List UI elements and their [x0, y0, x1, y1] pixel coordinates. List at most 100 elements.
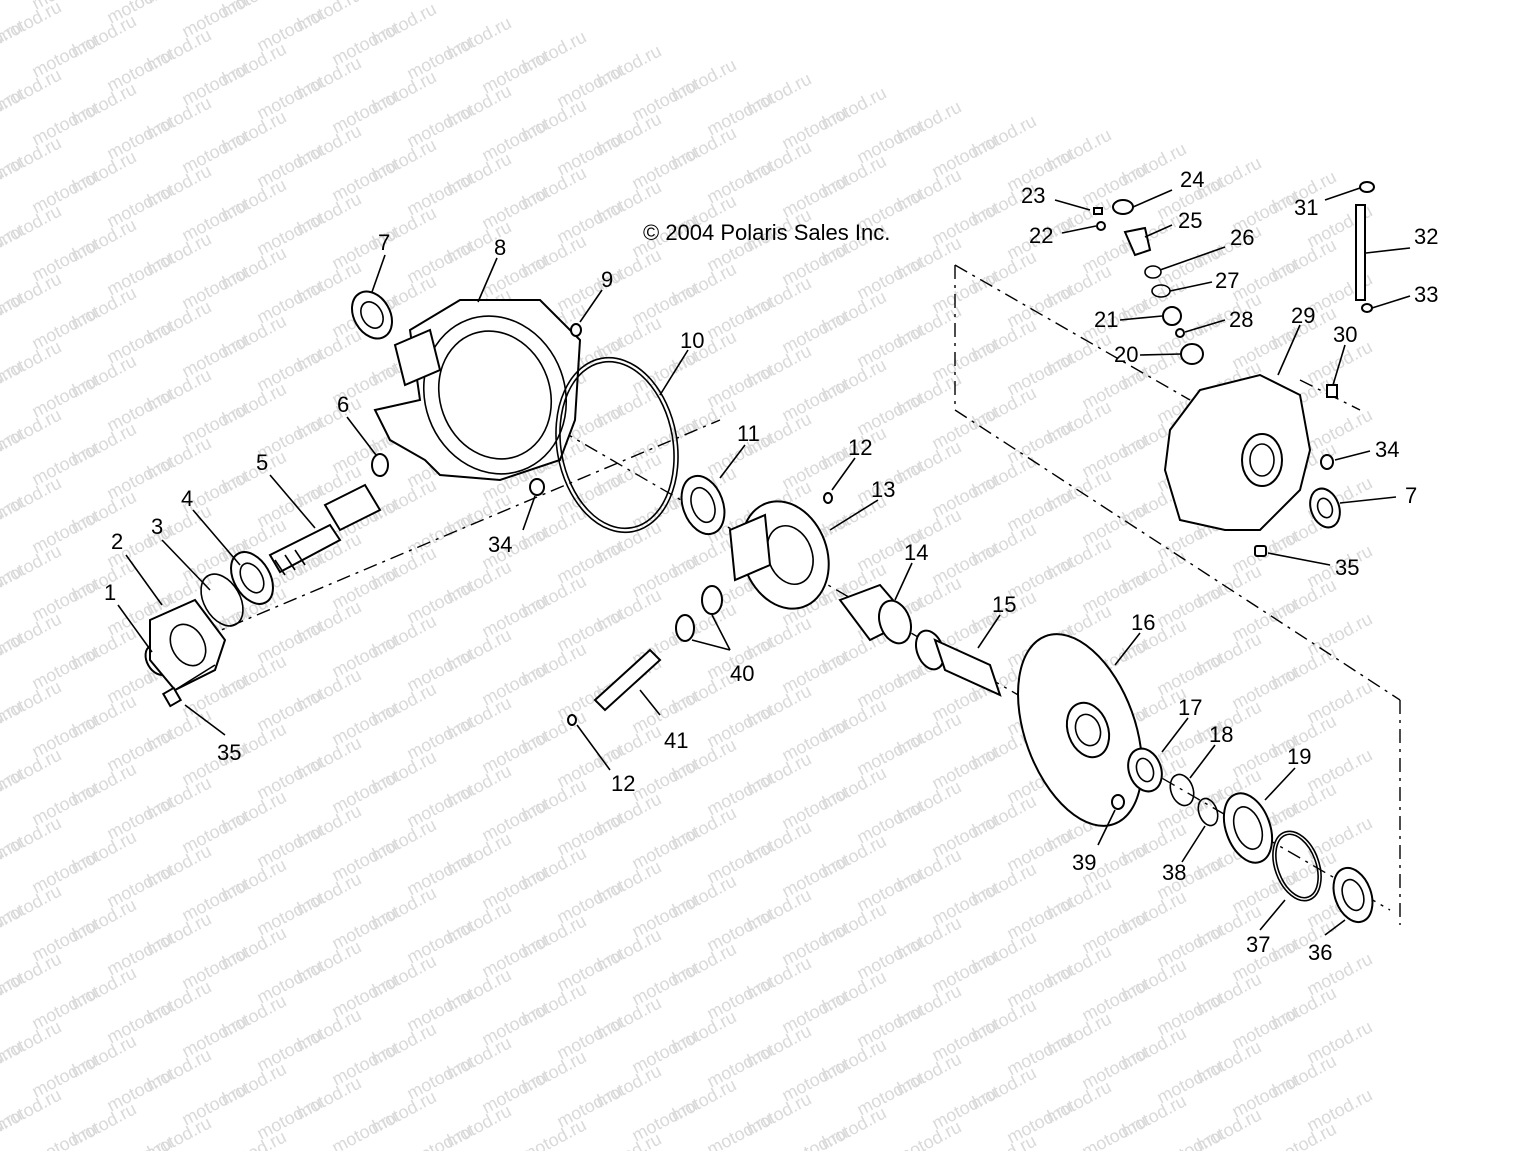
- watermark-text: motod.ru: [1267, 1119, 1339, 1151]
- callout-18: 18: [1209, 722, 1233, 747]
- o-ring-part-10: [555, 356, 679, 534]
- callout-40: 40: [730, 661, 754, 686]
- gears-part-40: [675, 585, 731, 651]
- cover-plate-part-2: [149, 598, 227, 692]
- callout-35-left: 35: [217, 740, 241, 765]
- callout-2: 2: [111, 529, 123, 554]
- part-26: [1144, 265, 1162, 279]
- bearing-part-11: [680, 474, 726, 536]
- callout-17: 17: [1178, 695, 1202, 720]
- cross-shaft-part-41: [593, 648, 662, 716]
- bushing-part-39: [1111, 794, 1125, 810]
- watermark-text: motod.ru: [1078, 1111, 1150, 1151]
- watermark-text: motod.ru: [403, 1121, 475, 1151]
- watermark-text: motod.ru: [592, 1129, 664, 1151]
- gear-shaft-part-14: [838, 583, 912, 645]
- part-33: [1361, 303, 1373, 313]
- watermark-text: motod.ru: [967, 1131, 1039, 1151]
- bearing-part-17: [1127, 747, 1163, 793]
- callout-31: 31: [1294, 195, 1318, 220]
- watermark-text: motod.ru: [103, 1133, 175, 1151]
- part-31: [1359, 181, 1375, 193]
- callout-23: 23: [1021, 183, 1045, 208]
- callout-5: 5: [256, 450, 268, 475]
- callout-22: 22: [1029, 223, 1053, 248]
- callout-26: 26: [1230, 225, 1254, 250]
- callout-7-left: 7: [378, 230, 390, 255]
- callout-41: 41: [664, 728, 688, 753]
- ring-gear-part-16: [1017, 633, 1143, 827]
- callout-leaders: [117, 187, 1411, 936]
- cover-part-29: [1163, 373, 1312, 531]
- part-32: [1355, 204, 1366, 301]
- pinion-shaft-part-5: [268, 483, 382, 576]
- callout-12-bottom: 12: [611, 771, 635, 796]
- callout-29: 29: [1291, 303, 1315, 328]
- plug-part-34-left: [529, 478, 545, 496]
- callout-39: 39: [1072, 850, 1096, 875]
- part-30: [1326, 384, 1338, 398]
- callout-24: 24: [1180, 167, 1204, 192]
- bolt-part-35-right: [1254, 545, 1267, 557]
- watermark-text: motod.ru: [28, 1119, 100, 1151]
- callout-15: 15: [992, 592, 1016, 617]
- part-22: [1096, 221, 1106, 231]
- watermark-text: motod.ru: [517, 1115, 589, 1151]
- callout-38: 38: [1162, 860, 1186, 885]
- differential-case-part-13: [728, 500, 830, 610]
- part-28: [1175, 328, 1185, 338]
- vent-tube-parts-30-33: [1326, 181, 1375, 398]
- callout-11: 11: [737, 421, 760, 446]
- callout-28: 28: [1229, 307, 1253, 332]
- callout-14: 14: [904, 540, 928, 565]
- callout-6: 6: [337, 392, 349, 417]
- seal-part-36: [1332, 866, 1374, 924]
- ring-part-18: [1169, 773, 1195, 807]
- pin-part-12-bottom: [567, 714, 611, 771]
- part-20: [1180, 343, 1204, 365]
- callout-7-right: 7: [1405, 483, 1417, 508]
- seal-part-7-right: [1309, 487, 1341, 529]
- watermark-text: motod.ru: [778, 1123, 850, 1151]
- callout-3: 3: [151, 514, 163, 539]
- copyright-text: © 2004 Polaris Sales Inc.: [643, 220, 890, 245]
- watermark-text: motod.ru: [703, 1109, 775, 1151]
- callout-30: 30: [1333, 322, 1357, 347]
- callout-33: 33: [1414, 282, 1438, 307]
- callout-20: 20: [1114, 342, 1138, 367]
- callout-37: 37: [1246, 932, 1270, 957]
- callout-16: 16: [1131, 610, 1155, 635]
- callout-10: 10: [680, 328, 704, 353]
- watermark-text: motod.ru: [328, 1107, 400, 1151]
- callout-21: 21: [1094, 307, 1118, 332]
- bearing-part-4: [230, 551, 274, 605]
- callout-labels: 1 2 3 4 5 6 7 7 8 9 10 11 12 12 13 14 15…: [104, 167, 1438, 965]
- o-ring-part-3: [200, 573, 244, 627]
- part-23: [1093, 207, 1103, 215]
- part-25: [1123, 226, 1152, 257]
- callout-4: 4: [181, 486, 193, 511]
- part-21: [1162, 306, 1182, 326]
- watermark-text: motod.ru: [1153, 1125, 1225, 1151]
- callout-36: 36: [1308, 940, 1332, 965]
- plug-part-34-right: [1320, 454, 1334, 470]
- bearing-part-19: [1222, 792, 1274, 864]
- watermark-text: motod.ru: [892, 1117, 964, 1151]
- callout-13: 13: [871, 477, 895, 502]
- o-ring-part-37: [1272, 830, 1322, 902]
- vent-parts-20-28: [1093, 199, 1204, 365]
- pin-part-12-top: [823, 492, 833, 504]
- callout-8: 8: [494, 235, 506, 260]
- bolt-part-35-left: [161, 664, 216, 708]
- callout-19: 19: [1287, 744, 1311, 769]
- callout-32: 32: [1414, 224, 1438, 249]
- callout-35-right: 35: [1335, 555, 1359, 580]
- output-shaft-part-15: [914, 629, 1002, 697]
- callout-12-top: 12: [848, 435, 872, 460]
- part-24: [1112, 199, 1134, 215]
- ring-part-38: [1197, 797, 1219, 827]
- callout-34-left: 34: [488, 532, 512, 557]
